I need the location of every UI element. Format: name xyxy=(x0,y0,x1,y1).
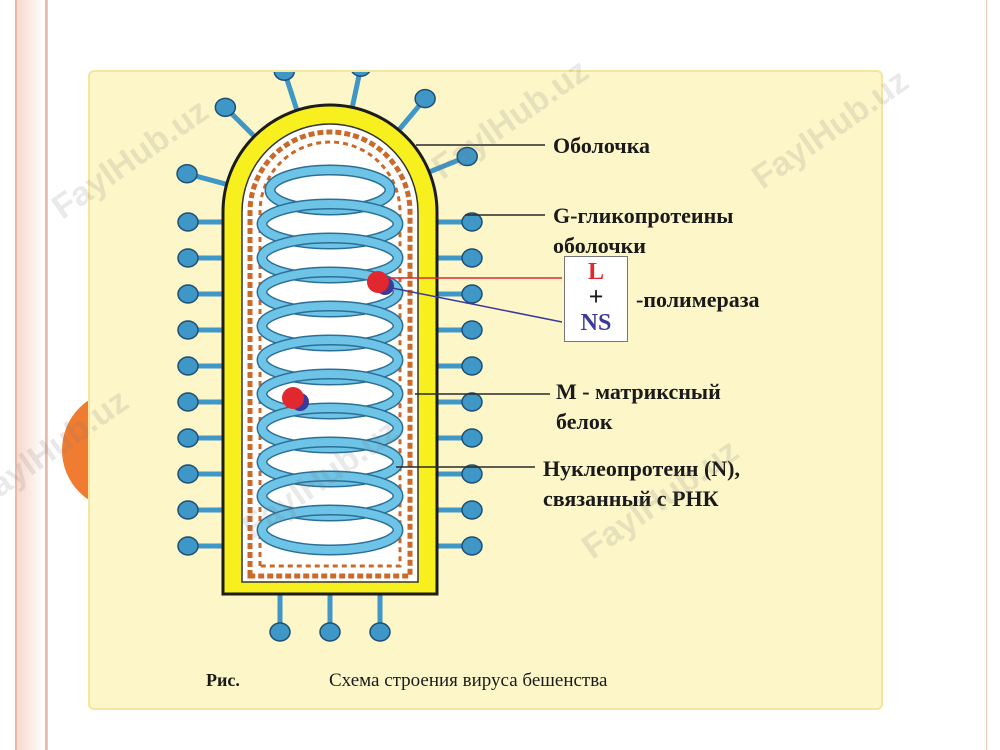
nucleoprotein-helix xyxy=(256,164,404,556)
glycoprotein-spike-head xyxy=(461,536,483,556)
matrix-protein-chain-inner xyxy=(258,140,402,568)
label-leader-lines xyxy=(381,144,563,468)
glycoprotein-spike-head xyxy=(273,72,295,81)
glycoprotein-spike-head xyxy=(461,284,483,304)
nucleoprotein-coil-highlight xyxy=(258,506,402,554)
polymerase-plus-sign: + xyxy=(588,282,604,311)
glycoprotein-spike-head xyxy=(461,248,483,268)
glycoprotein-spike-head xyxy=(177,500,199,520)
slide-frame xyxy=(47,0,987,750)
polymerase-l-label: L xyxy=(587,259,604,285)
glycoprotein-spike-head xyxy=(177,284,199,304)
nucleoprotein-coil-highlight xyxy=(258,472,402,520)
label-envelope: Оболочка xyxy=(553,133,651,158)
glycoprotein-spike-head xyxy=(177,248,199,268)
glycoprotein-spike-head xyxy=(461,356,483,376)
glycoprotein-spike-head xyxy=(461,428,483,448)
glycoprotein-spike-head xyxy=(177,392,199,412)
glycoprotein-spike-head xyxy=(461,212,483,232)
leader-line xyxy=(381,285,563,323)
label-glycoproteins: G-гликопротеины оболочки xyxy=(553,203,734,258)
glycoprotein-spike-head xyxy=(461,392,483,412)
glycoprotein-spike-head xyxy=(177,464,199,484)
glycoprotein-spike-head xyxy=(214,97,237,118)
virus-figure-card: Оболочка G-гликопротеины оболочки L + NS… xyxy=(88,70,883,710)
figure-caption: Схема строения вируса бешенства xyxy=(329,670,608,691)
glycoprotein-spike-head xyxy=(319,622,341,642)
glycoprotein-spike-head xyxy=(176,163,198,184)
glycoprotein-spike-head xyxy=(177,356,199,376)
glycoprotein-spike-head xyxy=(351,72,371,77)
glycoprotein-spike-head xyxy=(414,88,436,109)
polymerase-l-dot xyxy=(282,387,304,409)
nucleoprotein-coil-highlight xyxy=(258,336,402,384)
polymerase-ns-label: NS xyxy=(580,310,612,336)
figure-caption-prefix: Рис. xyxy=(206,670,240,690)
matrix-protein-chain xyxy=(247,129,413,579)
label-polymerase: -полимераза xyxy=(636,287,760,312)
glycoprotein-spike-head xyxy=(177,212,199,232)
glycoprotein-spike-head xyxy=(461,464,483,484)
label-nucleoprotein: Нуклеопротеин (N), связанный с РНК xyxy=(543,456,740,511)
polymerase-dots xyxy=(282,271,394,411)
glycoprotein-spike-head xyxy=(456,146,478,167)
glycoprotein-spike-head xyxy=(177,428,199,448)
glycoprotein-spike-head xyxy=(177,320,199,340)
glycoprotein-spikes xyxy=(176,72,483,642)
nucleoprotein-coil-highlight xyxy=(258,370,402,418)
rabies-virus-diagram xyxy=(176,72,563,642)
glycoprotein-spike-head xyxy=(177,536,199,556)
slide-left-border xyxy=(15,0,47,750)
nucleoprotein-coil-highlight xyxy=(258,268,402,316)
glycoprotein-spike-head xyxy=(269,622,291,642)
nucleoprotein-coil-highlight xyxy=(258,438,402,486)
label-matrix-protein: М - матриксный белок xyxy=(556,379,721,434)
polymerase-box: L + NS xyxy=(564,256,628,342)
nucleoprotein-coil-highlight xyxy=(258,404,402,452)
nucleoprotein-coil-highlight xyxy=(258,234,402,282)
polymerase-l-dot xyxy=(367,271,389,293)
glycoprotein-spike-head xyxy=(461,320,483,340)
nucleoprotein-coil-highlight xyxy=(266,166,394,214)
glycoprotein-spike-head xyxy=(461,500,483,520)
nucleoprotein-coil-highlight xyxy=(258,200,402,248)
nucleoprotein-coil-highlight xyxy=(258,302,402,350)
glycoprotein-spike-stem xyxy=(349,72,363,110)
glycoprotein-spike-head xyxy=(369,622,391,642)
